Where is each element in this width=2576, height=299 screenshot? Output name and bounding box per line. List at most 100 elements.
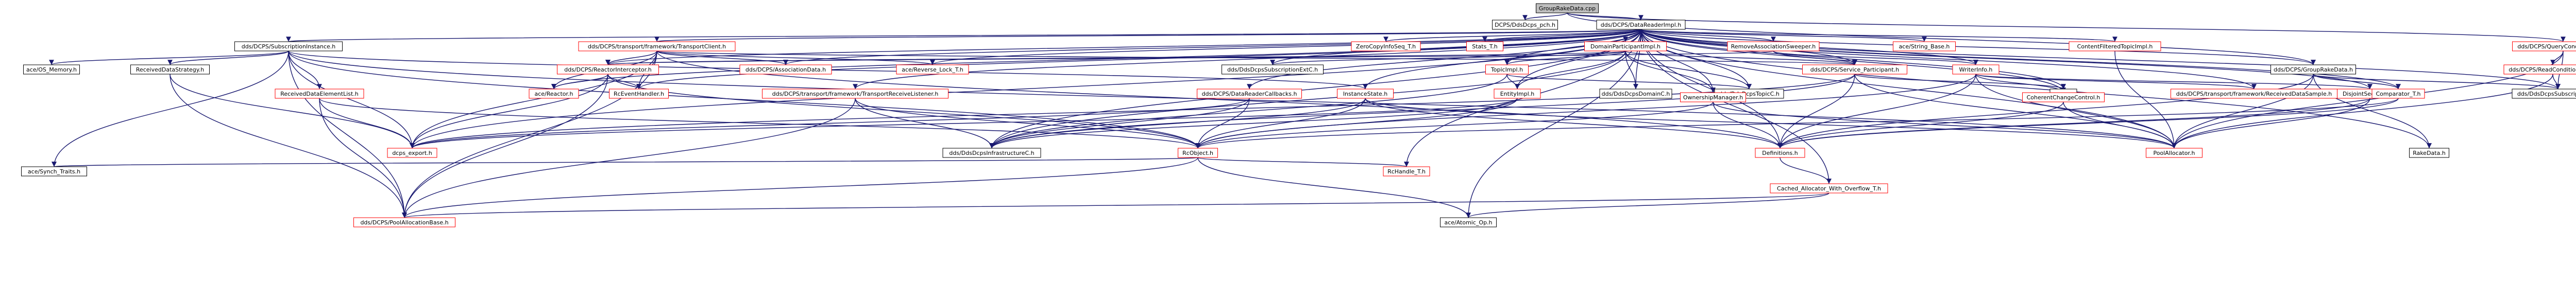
node-rakedata-h[interactable]: RakeData.h [2409, 148, 2449, 158]
node-label: dds/DCPS/PoolAllocationBase.h [360, 219, 448, 226]
node-label: DCPS/DdsDcps_pch.h [1495, 22, 1555, 28]
node-receiveddatastrategy-h[interactable]: ReceivedDataStrategy.h [130, 64, 210, 75]
node-box [1337, 89, 1394, 99]
node-label: dds/DCPS/QueryConditionImpl.h [2517, 43, 2576, 50]
node-box [1599, 89, 1672, 99]
node-box [1596, 20, 1686, 30]
node-domainparticipantimpl-h[interactable]: DomainParticipantImpl.h [1584, 41, 1667, 51]
node-dds-dcps-transport-framework-receiveddatasample-h[interactable]: dds/DCPS/transport/framework/ReceivedDat… [2171, 89, 2337, 99]
edge-n2-n42 [989, 29, 1641, 149]
edge-n8-n32 [1625, 50, 1716, 93]
edge-n15-n40 [410, 74, 608, 149]
node-box [1727, 41, 1820, 51]
edge-n2-n29 [1515, 29, 1641, 90]
edge-n26-n41 [855, 98, 1200, 149]
node-dds-dcps-service-participant-h[interactable]: dds/DCPS/Service_Participant.h [1802, 64, 1907, 75]
node-dds-ddsdcpsdomainc-h[interactable]: dds/DdsDcpsDomainC.h [1599, 89, 1672, 99]
node-box [2270, 64, 2356, 75]
node-coherentchangecontrol-h[interactable]: CoherentChangeControl.h [2022, 92, 2105, 102]
edge-n0-n2 [1567, 12, 1643, 21]
node-writerinfo-h[interactable]: WriterInfo.h [1952, 64, 1999, 75]
edge-n5-n16 [656, 50, 788, 65]
node-zerocopyinfoseq-t-h[interactable]: ZeroCopyInfoSeq_T.h [1351, 41, 1421, 51]
edge-n21-n36 [1975, 74, 2372, 90]
node-dds-ddsdcpssubscriptionextc-h[interactable]: dds/DdsDcpsSubscriptionExtC.h [1222, 64, 1324, 75]
node-cached-allocator-with-overflow-t-h[interactable]: Cached_Allocator_With_Overflow_T.h [1770, 183, 1888, 194]
node-box [1351, 41, 1421, 51]
node-dds-dcps-datareadercallbacks-h[interactable]: dds/DCPS/DataReaderCallbacks.h [1197, 89, 1302, 99]
node-removeassociationsweeper-h[interactable]: RemoveAssociationSweeper.h [1727, 41, 1820, 51]
node-ace-os-memory-h[interactable]: ace/OS_Memory.h [23, 64, 80, 75]
edge-n34-n43 [1777, 101, 2064, 149]
edge-n21-n35 [1975, 74, 2257, 90]
node-poolallocator-h[interactable]: PoolAllocator.h [2146, 148, 2202, 158]
edge-n4-n40 [288, 50, 415, 149]
node-label: TopicImpl.h [1490, 66, 1523, 73]
node-box [1952, 64, 1999, 75]
edge-n11-n44 [2114, 50, 2177, 149]
node-definitions-h[interactable]: Definitions.h [1755, 148, 1805, 158]
node-label: RcEventHandler.h [614, 91, 664, 97]
node-dds-dcps-grouprakedata-h[interactable]: dds/DCPS/GroupRakeData.h [2270, 64, 2356, 75]
edge-n2-n37 [1640, 29, 2401, 90]
node-dds-dcps-reactorinterceptor-h[interactable]: dds/DCPS/ReactorInterceptor.h [557, 64, 659, 75]
edge-n2-n4 [287, 29, 1641, 42]
edge-n23-n40 [319, 98, 415, 149]
node-comparator-t-h[interactable]: Comparator_T.h [2371, 89, 2425, 99]
edge-n0-n1 [1522, 12, 1568, 21]
node-dds-ddsdcpsinfrastructurec-h[interactable]: dds/DdsDcpsInfrastructureC.h [942, 148, 1041, 158]
node-topicimpl-h[interactable]: TopicImpl.h [1485, 64, 1529, 75]
edge-n2-n15 [605, 29, 1641, 65]
node-contentfilteredtopicimpl-h[interactable]: ContentFilteredTopicImpl.h [2069, 41, 2161, 51]
node-grouprakedata-cpp[interactable]: GroupRakeData.cpp [1536, 3, 1599, 13]
node-box [275, 89, 364, 99]
node-dds-dcps-datareaderimpl-h[interactable]: dds/DCPS/DataReaderImpl.h [1596, 20, 1686, 30]
edge-n22-n43 [1777, 74, 2314, 149]
edge-n43-n47 [1780, 157, 1832, 184]
node-dcps-export-h[interactable]: dcps_export.h [387, 148, 437, 158]
node-receiveddataelementlist-h[interactable]: ReceivedDataElementList.h [275, 89, 364, 99]
node-dds-dcps-transport-framework-transportclient-h[interactable]: dds/DCPS/transport/framework/TransportCl… [578, 41, 736, 51]
node-dds-dcps-poolallocationbase-h[interactable]: dds/DCPS/PoolAllocationBase.h [353, 217, 455, 227]
node-box [1893, 41, 1956, 51]
node-label: dds/DCPS/transport/framework/TransportRe… [772, 91, 939, 97]
node-label: CoherentChangeControl.h [2027, 94, 2100, 101]
node-ace-string-base-h[interactable]: ace/String_Base.h [1893, 41, 1956, 51]
node-label: dds/DCPS/transport/framework/ReceivedDat… [2176, 91, 2332, 97]
node-dcps-ddsdcps-pch-h[interactable]: DCPS/DdsDcps_pch.h [1492, 20, 1558, 30]
node-dds-dcps-associationdata-h[interactable]: dds/DCPS/AssociationData.h [739, 64, 832, 75]
node-ace-atomic-op-h[interactable]: ace/Atomic_Op.h [1440, 217, 1497, 227]
node-ace-reverse-lock-t-h[interactable]: ace/Reverse_Lock_T.h [896, 64, 969, 75]
node-box [2512, 89, 2576, 99]
edge-n32-n41 [1195, 101, 1714, 149]
node-dds-dcps-subscriptioninstance-h[interactable]: dds/DCPS/SubscriptionInstance.h [234, 41, 343, 51]
node-dds-dcps-queryconditionimpl-h[interactable]: dds/DCPS/QueryConditionImpl.h [2512, 41, 2576, 51]
node-label: Cached_Allocator_With_Overflow_T.h [1777, 185, 1881, 192]
edge-n27-n40 [410, 98, 1250, 149]
node-label: dds/DdsDcpsInfrastructureC.h [949, 150, 1034, 156]
edge-n9-n21 [1773, 50, 1978, 65]
node-rceventhandler-h[interactable]: RcEventHandler.h [609, 89, 669, 99]
node-label: ace/Atomic_Op.h [1444, 219, 1492, 226]
node-instancestate-h[interactable]: InstanceState.h [1337, 89, 1394, 99]
edge-n12-n39 [2552, 74, 2561, 90]
node-rchandle-t-h[interactable]: RcHandle_T.h [1383, 166, 1430, 177]
edge-n41-n48 [402, 157, 1198, 218]
node-box [1222, 64, 1324, 75]
node-label: dds/DdsDcpsSubscriptionC.h [2517, 91, 2576, 97]
node-ace-synch-traits-h[interactable]: ace/Synch_Traits.h [21, 166, 87, 177]
node-rcobject-h[interactable]: RcObject.h [1178, 148, 1218, 158]
node-box [896, 64, 969, 75]
edge-n21-n43 [1777, 74, 1976, 149]
node-box [1770, 183, 1888, 194]
node-dds-dcps-readconditionimpl-h[interactable]: dds/DCPS/ReadConditionImpl.h [2503, 64, 2576, 75]
node-ownershipmanager-h[interactable]: OwnershipManager.h [1680, 92, 1746, 102]
node-entityimpl-h[interactable]: EntityImpl.h [1494, 89, 1541, 99]
edge-n28-n41 [1195, 98, 1366, 149]
node-dds-ddsdcpssubscriptionc-h[interactable]: dds/DdsDcpsSubscriptionC.h [2512, 89, 2576, 99]
node-stats-t-h[interactable]: Stats_T.h [1466, 41, 1503, 51]
node-ace-reactor-h[interactable]: ace/Reactor.h [529, 89, 579, 99]
node-dds-dcps-transport-framework-transportreceivelistener-h[interactable]: dds/DCPS/transport/framework/TransportRe… [762, 89, 948, 99]
node-box [2503, 64, 2576, 75]
